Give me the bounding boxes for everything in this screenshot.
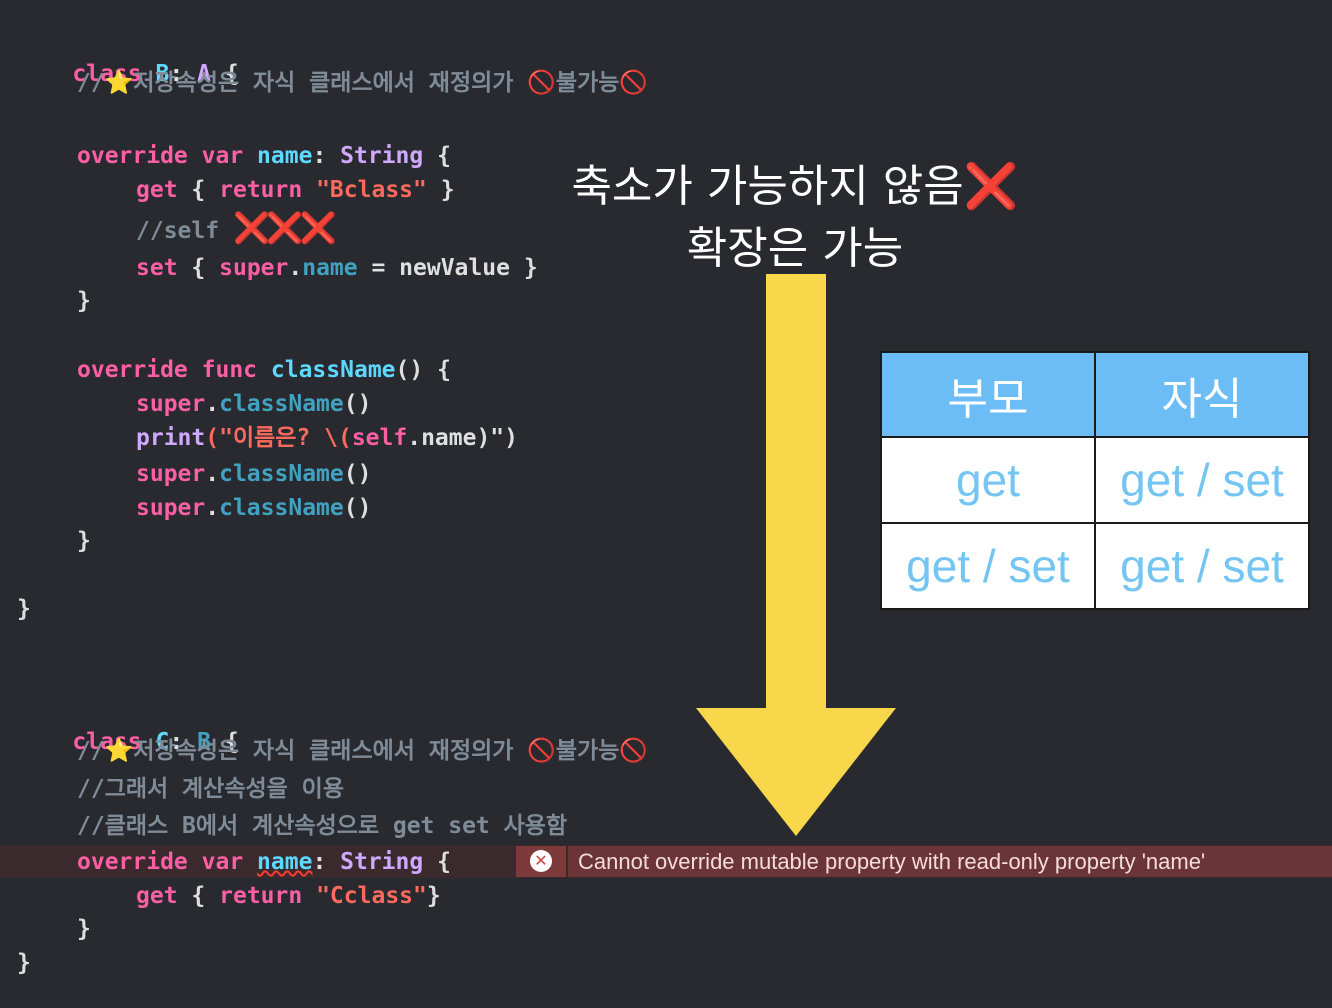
code-line-override-func: override func className() { (77, 357, 451, 383)
caption-line-2: 확장은 가능 (686, 223, 904, 274)
code-line-setter: set { super.name = newValue } (136, 255, 538, 281)
class-name-b: B (155, 61, 170, 87)
code-line-class-b: class B: A { (72, 61, 239, 87)
x-circle-icon[interactable]: ✕ (530, 850, 552, 872)
cell-parent: get / set (880, 522, 1096, 610)
code-line-comment-class-b: //클래스 B에서 계산속성으로 get set 사용함 (77, 813, 568, 839)
code-line-brace: } (77, 288, 91, 314)
code-line-override-var-error: override var name: String { (77, 849, 451, 875)
superclass-b: B (197, 729, 211, 755)
code-line-super-call: super.className() (136, 495, 372, 521)
cross-marks: ❌❌❌ (232, 211, 337, 246)
code-line-super-call: super.className() (136, 461, 372, 487)
error-token-name[interactable]: name (257, 849, 313, 875)
cell-parent: get (880, 436, 1096, 524)
code-line-brace: } (17, 950, 31, 976)
cell-child: get / set (1094, 522, 1310, 610)
table-row: get / set get / set (880, 522, 1310, 610)
code-line-override-var: override var name: String { (77, 143, 451, 169)
header-child: 자식 (1094, 351, 1310, 438)
class-name-c: C (155, 729, 170, 755)
property-name: name (257, 143, 313, 169)
cross-mark-icon: ❌ (963, 161, 1019, 212)
down-arrow-icon (696, 274, 896, 836)
superclass-a: A (197, 61, 211, 87)
comment: //⭐️저장속성은 자식 클래스에서 재정의가 🚫불가능🚫 (77, 70, 649, 96)
code-line-getter: get { return "Cclass"} (136, 883, 441, 909)
code-line-class-c: class C: B { (72, 729, 239, 755)
caption-line-1: 축소가 가능하지 않음❌ (571, 161, 1019, 212)
code-line-super-call: super.className() (136, 391, 372, 417)
table-row: get get / set (880, 436, 1310, 524)
header-parent: 부모 (880, 351, 1096, 438)
table-header-row: 부모 자식 (880, 351, 1310, 438)
code-line-comment-stored: //⭐️저장속성은 자식 클래스에서 재정의가 🚫불가능🚫 (77, 738, 649, 764)
class-keyword: class (72, 61, 142, 87)
cell-child: get / set (1094, 436, 1310, 524)
code-line-getter: get { return "Bclass" } (136, 177, 455, 203)
code-line-print: print("이름은? \(self.name)") (136, 425, 518, 451)
accessor-table: 부모 자식 get get / set get / set get / set (880, 351, 1310, 610)
code-line-comment-computed: //그래서 계산속성을 이용 (77, 776, 344, 802)
code-line-comment-stored: //⭐️저장속성은 자식 클래스에서 재정의가 🚫불가능🚫 (0, 68, 1332, 98)
code-line-self-comment: //self ❌❌❌ (136, 211, 337, 246)
code-line-brace: } (77, 916, 91, 942)
code-line-brace: } (77, 528, 91, 554)
code-line-brace: } (17, 596, 31, 622)
error-message[interactable]: Cannot override mutable property with re… (568, 846, 1332, 877)
